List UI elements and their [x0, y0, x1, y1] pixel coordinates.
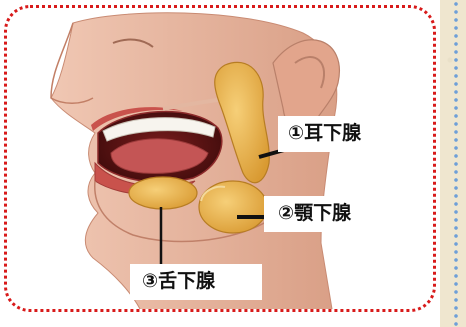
dotted-side-strip [452, 0, 462, 327]
label-sublingual-gland: ③舌下腺 [130, 264, 262, 300]
submandibular-gland [199, 181, 267, 233]
sublingual-gland [129, 177, 197, 209]
label-submandibular-gland: ②顎下腺 [264, 196, 422, 232]
label-parotid-gland: ①耳下腺 [278, 116, 418, 152]
